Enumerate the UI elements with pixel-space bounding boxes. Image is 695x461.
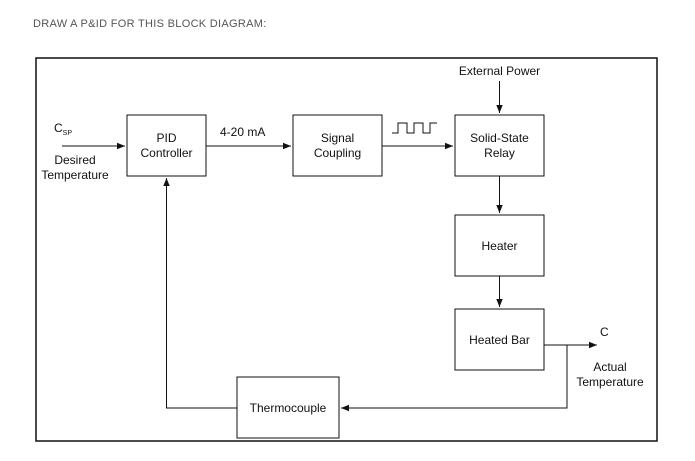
diagram-frame [35, 57, 658, 442]
thermocouple-label: Thermocouple [250, 401, 327, 415]
current-label: 4-20 mA [220, 125, 265, 139]
actual-label-line1: Actual [593, 360, 626, 374]
csp-label: CSP [54, 121, 72, 137]
signal-coupling-block: Signal Coupling [292, 114, 383, 177]
thermocouple-block: Thermocouple [236, 376, 340, 439]
desired-label-line1: Desired [54, 153, 95, 167]
pulse-train-icon [392, 122, 437, 134]
external-power-label: External Power [459, 64, 540, 78]
c-output-label: C [600, 325, 609, 339]
pid-controller-block: PID Controller [126, 114, 207, 177]
thermocouple-to-pid-arrow [163, 178, 237, 409]
pid-label-line1: PID [156, 131, 176, 145]
heater-label: Heater [481, 239, 517, 253]
desired-label-line2: Temperature [41, 168, 109, 182]
relay-label-line1: Solid-State [470, 131, 529, 145]
prompt-text: DRAW A P&ID FOR THIS BLOCK DIAGRAM: [33, 18, 267, 30]
heated-bar-block: Heated Bar [454, 308, 545, 371]
actual-label-line2: Temperature [576, 375, 644, 389]
feedback-to-thermocouple-arrow [341, 345, 568, 412]
solid-state-relay-block: Solid-State Relay [454, 114, 545, 177]
heated-bar-label: Heated Bar [469, 333, 530, 347]
heater-block: Heater [454, 214, 545, 277]
signal-label-line1: Signal [321, 131, 354, 145]
signal-label-line2: Coupling [314, 146, 361, 160]
pid-label-line2: Controller [140, 146, 192, 160]
relay-label-line2: Relay [484, 146, 515, 160]
